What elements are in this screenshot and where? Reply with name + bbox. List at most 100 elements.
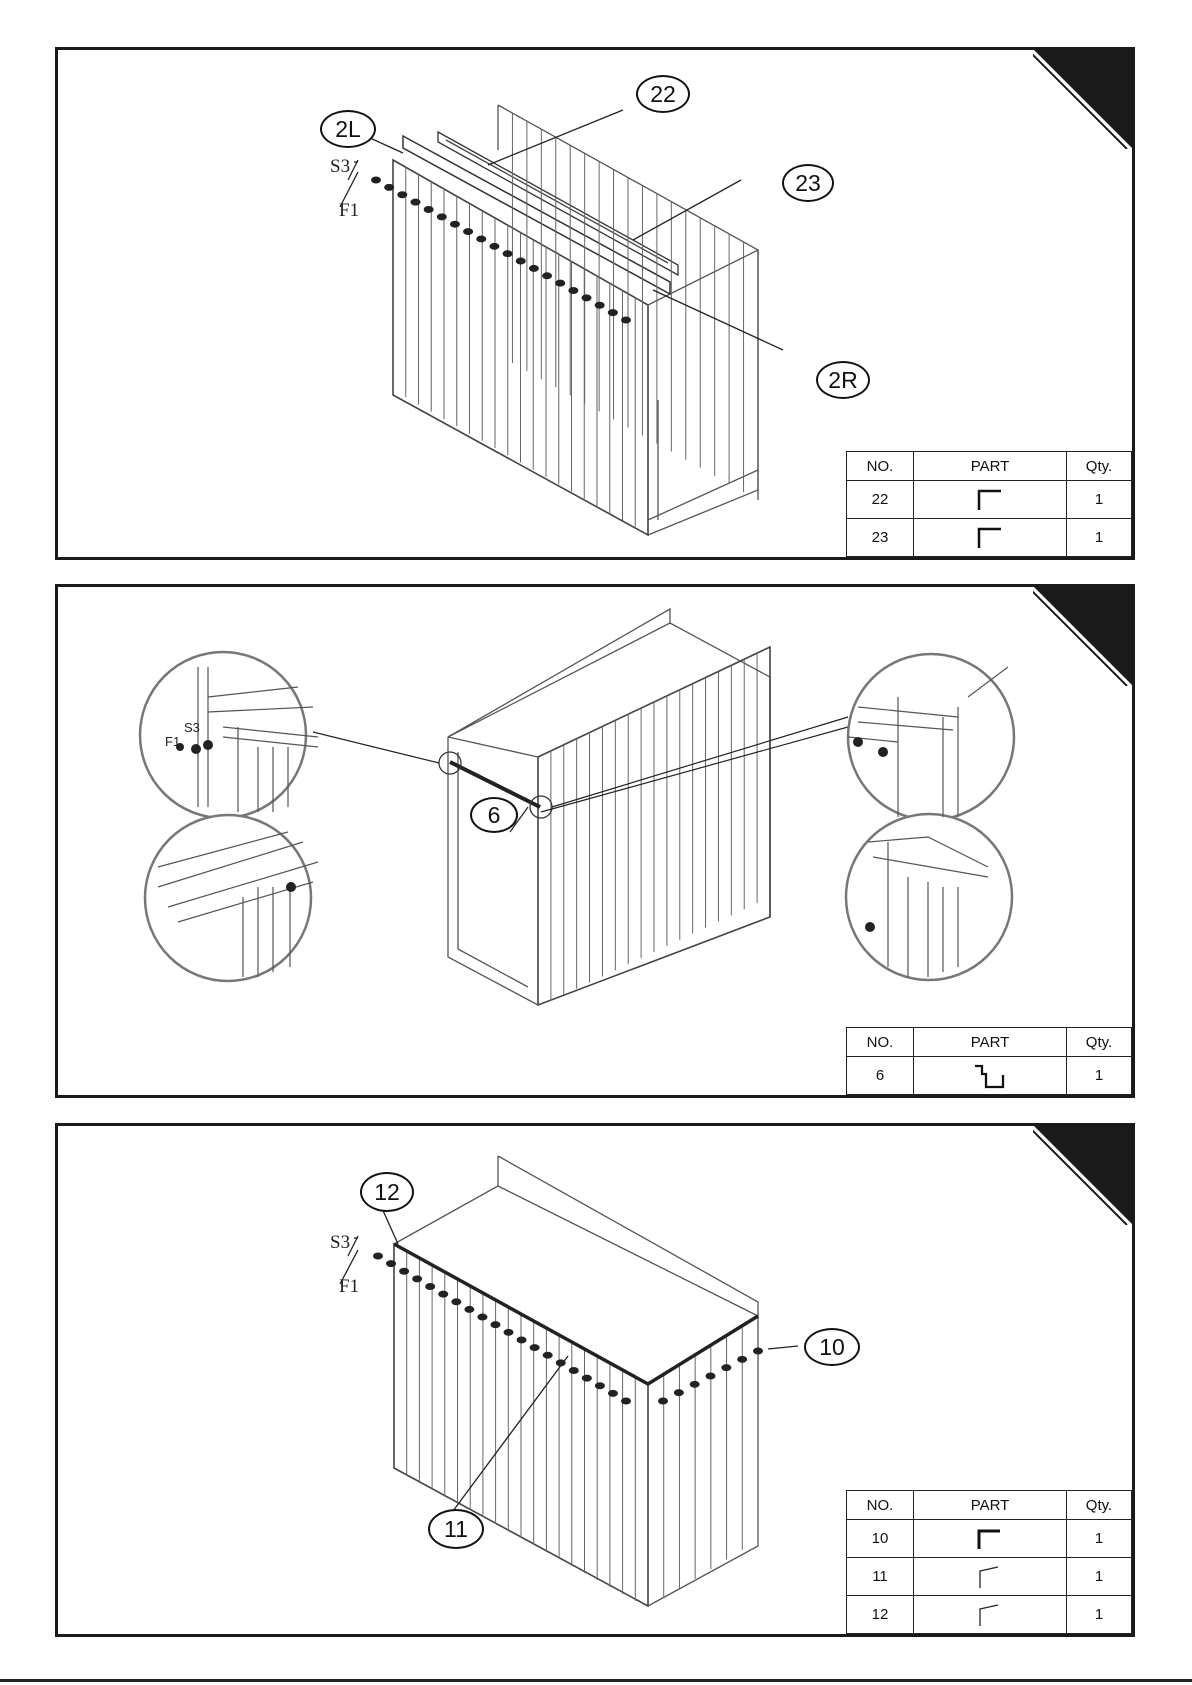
callout-10: 10 bbox=[804, 1328, 860, 1366]
part-cell bbox=[914, 1520, 1067, 1558]
screw-icon bbox=[753, 1348, 763, 1355]
screw-icon bbox=[542, 272, 552, 279]
fastener-label-s3: S3 bbox=[330, 1232, 350, 1254]
screw-icon bbox=[399, 1268, 409, 1275]
table-row: 11 1 bbox=[847, 1558, 1132, 1596]
part-qty: 1 bbox=[1067, 1520, 1132, 1558]
screw-icon bbox=[450, 221, 460, 228]
callout-11: 11 bbox=[428, 1509, 484, 1549]
table-row: 23 1 bbox=[847, 519, 1132, 557]
table-row: 6 1 bbox=[847, 1057, 1132, 1095]
screw-icon bbox=[476, 235, 486, 242]
angle-rail-icon bbox=[976, 488, 1004, 512]
screw-icon bbox=[517, 1336, 527, 1343]
screw-icon bbox=[530, 1344, 540, 1351]
screw-icon bbox=[737, 1356, 747, 1363]
part-no: 6 bbox=[847, 1057, 914, 1095]
fastener-label-s3: S3 bbox=[330, 156, 350, 178]
fastener-label-f1: F1 bbox=[339, 200, 359, 222]
screw-icon bbox=[595, 302, 605, 309]
thin-angle-icon bbox=[976, 1602, 1004, 1628]
parts-table: NO. PART Qty. 22 1 23 1 bbox=[846, 451, 1132, 557]
screw-icon bbox=[690, 1381, 700, 1388]
table-row: 10 1 bbox=[847, 1520, 1132, 1558]
screw-icon bbox=[437, 213, 447, 220]
screw-icon bbox=[464, 1306, 474, 1313]
shed-assembly-drawing bbox=[58, 587, 1132, 1095]
part-no: 10 bbox=[847, 1520, 914, 1558]
callout-23: 23 bbox=[782, 164, 834, 202]
header-no: NO. bbox=[847, 452, 914, 481]
screw-icon bbox=[621, 1398, 631, 1405]
screw-icon bbox=[489, 243, 499, 250]
screw-icon bbox=[371, 177, 381, 184]
screw-icon bbox=[568, 287, 578, 294]
screw-icon bbox=[582, 1375, 592, 1382]
part-cell bbox=[914, 481, 1067, 519]
header-no: NO. bbox=[847, 1028, 914, 1057]
screw-icon bbox=[516, 258, 526, 265]
screw-icon bbox=[582, 294, 592, 301]
angle-rail-icon bbox=[976, 526, 1004, 550]
screw-icon bbox=[384, 184, 394, 191]
part-qty: 1 bbox=[1067, 1596, 1132, 1634]
fastener-label-f1: F1 bbox=[339, 1276, 359, 1298]
screw-icon bbox=[608, 1390, 618, 1397]
part-cell bbox=[914, 1057, 1067, 1095]
page-footer-rule bbox=[0, 1679, 1192, 1682]
header-no: NO. bbox=[847, 1491, 914, 1520]
callout-6: 6 bbox=[470, 797, 518, 833]
callout-22: 22 bbox=[636, 75, 690, 113]
step-panel-1: 22 2L 23 2R S3 F1 NO. PART Qty. 22 1 23 … bbox=[55, 47, 1135, 560]
screw-icon bbox=[438, 1291, 448, 1298]
screw-icon bbox=[529, 265, 539, 272]
screw-icon bbox=[412, 1275, 422, 1282]
screw-icon bbox=[674, 1389, 684, 1396]
screw-icon bbox=[373, 1253, 383, 1260]
screw-icon bbox=[621, 317, 631, 324]
callout-2L: 2L bbox=[320, 110, 376, 148]
table-row: 22 1 bbox=[847, 481, 1132, 519]
screw-icon bbox=[569, 1367, 579, 1374]
screw-icon bbox=[555, 280, 565, 287]
screw-icon bbox=[503, 250, 513, 257]
part-cell bbox=[914, 519, 1067, 557]
header-qty: Qty. bbox=[1067, 1028, 1132, 1057]
screw-icon bbox=[477, 1314, 487, 1321]
part-qty: 1 bbox=[1067, 1558, 1132, 1596]
screw-icon bbox=[451, 1298, 461, 1305]
screw-icon bbox=[504, 1329, 514, 1336]
callout-12: 12 bbox=[360, 1172, 414, 1212]
fastener-label-s3: S3 bbox=[184, 720, 200, 735]
screw-icon bbox=[706, 1373, 716, 1380]
screw-icon bbox=[608, 309, 618, 316]
angle-rail-icon bbox=[976, 1527, 1004, 1551]
step-panel-3: 12 10 11 S3 F1 NO. PART Qty. 10 1 11 1 1… bbox=[55, 1123, 1135, 1637]
part-no: 12 bbox=[847, 1596, 914, 1634]
screw-icon bbox=[397, 191, 407, 198]
table-row: 12 1 bbox=[847, 1596, 1132, 1634]
screw-icon bbox=[595, 1382, 605, 1389]
callout-2R: 2R bbox=[816, 361, 870, 399]
part-no: 11 bbox=[847, 1558, 914, 1596]
part-qty: 1 bbox=[1067, 1057, 1132, 1095]
header-part: PART bbox=[914, 1491, 1067, 1520]
header-qty: Qty. bbox=[1067, 452, 1132, 481]
part-cell bbox=[914, 1596, 1067, 1634]
header-part: PART bbox=[914, 1028, 1067, 1057]
part-qty: 1 bbox=[1067, 481, 1132, 519]
table-header-row: NO. PART Qty. bbox=[847, 1491, 1132, 1520]
fastener-label-f1: F1 bbox=[165, 734, 180, 749]
screw-icon bbox=[425, 1283, 435, 1290]
screw-icon bbox=[543, 1352, 553, 1359]
screw-icon bbox=[410, 199, 420, 206]
screw-icon bbox=[658, 1398, 668, 1405]
channel-rail-icon bbox=[972, 1062, 1008, 1090]
screw-icon bbox=[721, 1364, 731, 1371]
table-header-row: NO. PART Qty. bbox=[847, 452, 1132, 481]
parts-table: NO. PART Qty. 6 1 bbox=[846, 1027, 1132, 1095]
step-panel-2: 6 S3 F1 NO. PART Qty. 6 1 bbox=[55, 584, 1135, 1098]
screw-icon bbox=[463, 228, 473, 235]
screw-icon bbox=[386, 1260, 396, 1267]
table-header-row: NO. PART Qty. bbox=[847, 1028, 1132, 1057]
